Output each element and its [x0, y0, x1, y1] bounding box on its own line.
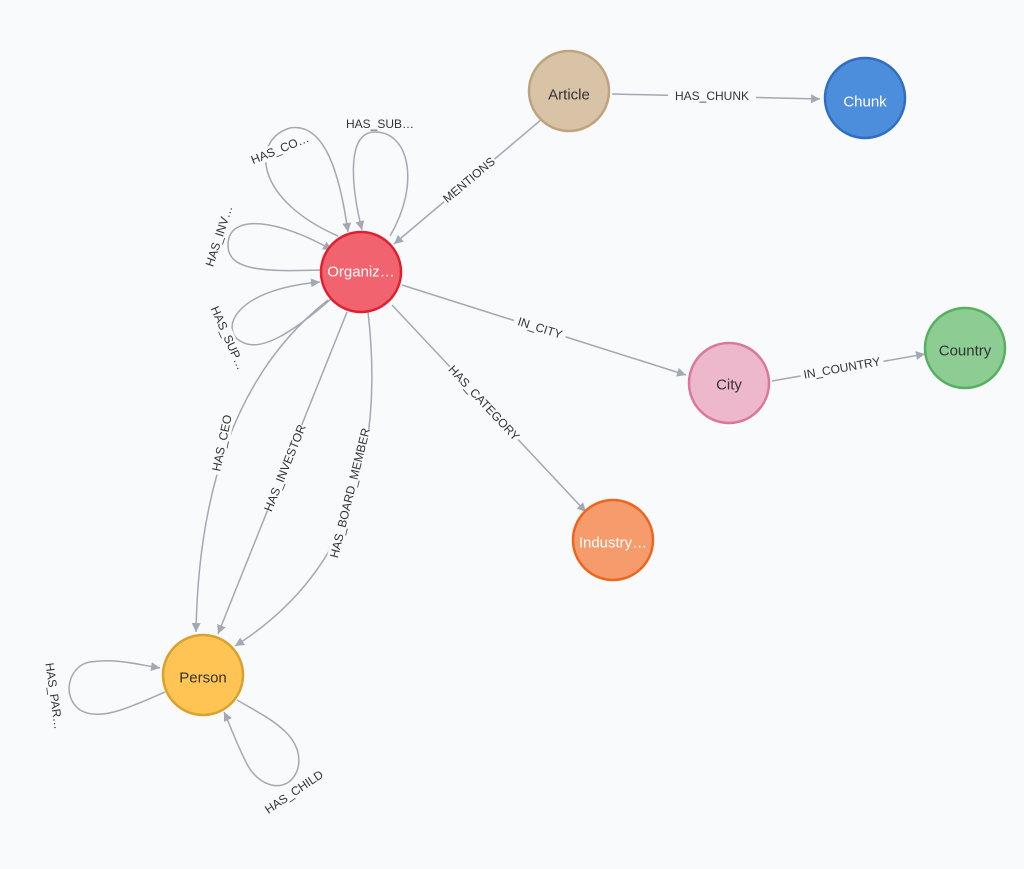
node-organization[interactable]: Organiz… [319, 230, 403, 314]
edge-label-has-category: HAS_CATEGORY [446, 363, 523, 444]
node-industry[interactable]: Industry… [571, 498, 655, 582]
edge-label-mentions: MENTIONS [440, 154, 498, 205]
edge-label-has-child: HAS_CHILD [262, 767, 326, 816]
edge-label-in-city: IN_CITY [516, 314, 564, 341]
node-label-article: Article [548, 87, 590, 104]
edge-mentions[interactable]: MENTIONS [393, 118, 543, 245]
node-chunk[interactable]: Chunk [823, 56, 907, 140]
node-article[interactable]: Article [527, 49, 611, 133]
edge-label-has-co: HAS_CO… [249, 131, 311, 167]
node-label-industry: Industry… [579, 535, 647, 552]
node-label-country: Country [939, 343, 992, 360]
edge-label-has-investor: HAS_INVESTOR [261, 422, 309, 513]
edge-label-has-chunk: HAS_CHUNK [675, 89, 749, 103]
edge-label-has-ceo: HAS_CEO [209, 413, 235, 472]
edge-has-par[interactable]: HAS_PAR… [42, 659, 166, 731]
node-label-person: Person [179, 670, 227, 687]
edge-label-has-sup: HAS_SUP… [208, 304, 248, 372]
node-label-chunk: Chunk [843, 94, 887, 111]
edge-has-sub[interactable]: HAS_SUB… [342, 117, 418, 237]
node-person[interactable]: Person [161, 633, 245, 717]
edge-label-in-country: IN_COUNTRY [802, 354, 881, 381]
edge-has-chunk[interactable]: HAS_CHUNK [611, 89, 821, 104]
edge-has-sup[interactable]: HAS_SUP… [208, 278, 333, 372]
edge-label-has-par: HAS_PAR… [42, 662, 65, 730]
edge-label-has-inv: HAS_INV… [203, 204, 236, 269]
edge-label-has-sub: HAS_SUB… [346, 117, 414, 131]
edge-in-country[interactable]: IN_COUNTRY [771, 351, 926, 383]
edge-has-child[interactable]: HAS_CHILD [223, 699, 330, 820]
node-city[interactable]: City [687, 341, 771, 425]
edge-label-has-board-member: HAS_BOARD_MEMBER [327, 426, 373, 559]
edge-has-co[interactable]: HAS_CO… [247, 126, 352, 237]
node-label-organization: Organiz… [327, 264, 395, 281]
edge-has-inv[interactable]: HAS_INV… [202, 203, 333, 272]
node-country[interactable]: Country [923, 306, 1007, 390]
node-label-city: City [716, 377, 742, 394]
edge-has-board-member[interactable]: HAS_BOARD_MEMBER [234, 311, 373, 647]
